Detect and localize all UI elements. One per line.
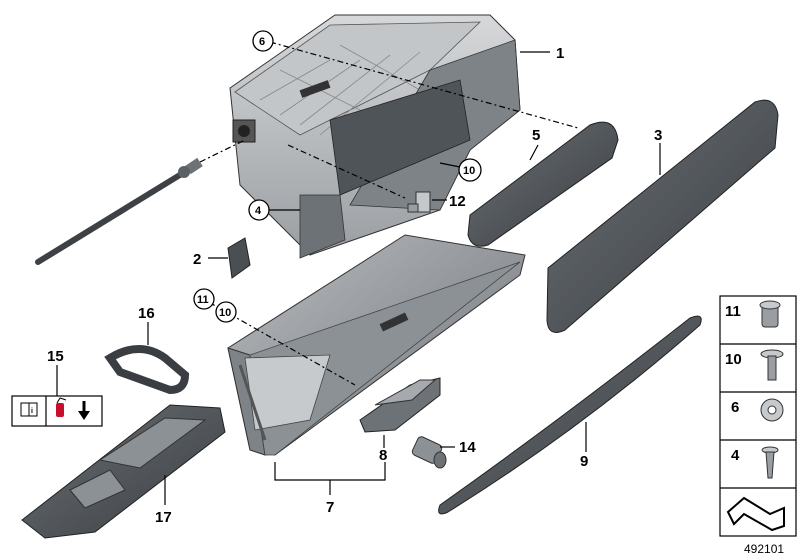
speed-nut-icon [760, 398, 784, 422]
next-page-arrow-icon [726, 496, 785, 532]
callout-17: 17 [155, 509, 172, 526]
strap-part-16 [104, 345, 190, 395]
trim-strip-part-9 [438, 315, 702, 515]
callout-2: 2 [193, 251, 201, 268]
fire-extinguisher-icon [56, 397, 67, 417]
callout-14: 14 [459, 439, 476, 456]
callout-3: 3 [654, 127, 662, 144]
clip-part-12 [407, 191, 431, 213]
fastener-label-4: 4 [731, 447, 740, 464]
fastener-label-11: 11 [725, 303, 741, 320]
callout-4-upper: 4 [255, 205, 262, 217]
callout-15: 15 [47, 348, 64, 365]
bracket-part-2 [227, 237, 251, 279]
trim-panel-part-5 [467, 121, 619, 247]
handle-part-8 [359, 377, 441, 433]
fastener-label-10: 10 [725, 351, 742, 368]
glovebox-door [227, 234, 526, 456]
svg-text:i: i [31, 408, 33, 415]
callout-1: 1 [556, 45, 564, 62]
callouts: 1 6 5 3 10 12 4 2 11 10 16 15 17 7 8 14 … [47, 30, 662, 526]
fastener-label-6: 6 [731, 399, 739, 416]
callout-9: 9 [580, 453, 588, 470]
down-arrow-icon [78, 401, 90, 420]
callout-10-lower: 10 [219, 307, 231, 319]
trim-panel-part-3 [546, 99, 779, 333]
callout-7: 7 [326, 499, 334, 516]
callout-16: 16 [138, 305, 155, 322]
lock-cylinder-part-14 [411, 436, 447, 469]
diagram-reference-number: 492101 [744, 542, 784, 556]
screw-icon [761, 446, 779, 479]
callout-12: 12 [449, 193, 466, 210]
flange-screw-icon [760, 349, 784, 381]
callout-10-upper: 10 [463, 165, 475, 177]
label-sticker-part-15: i [11, 395, 103, 427]
tray-part-17 [21, 404, 226, 539]
callout-8: 8 [379, 447, 387, 464]
callout-5: 5 [532, 127, 540, 144]
expanding-nut-icon [759, 300, 781, 328]
callout-11: 11 [197, 294, 209, 306]
bowden-cable [35, 157, 203, 265]
fastener-panel: 11 10 6 4 [719, 295, 797, 537]
manual-book-icon: i [20, 402, 38, 417]
glovebox-housing [229, 14, 521, 259]
callout-6: 6 [259, 36, 265, 48]
